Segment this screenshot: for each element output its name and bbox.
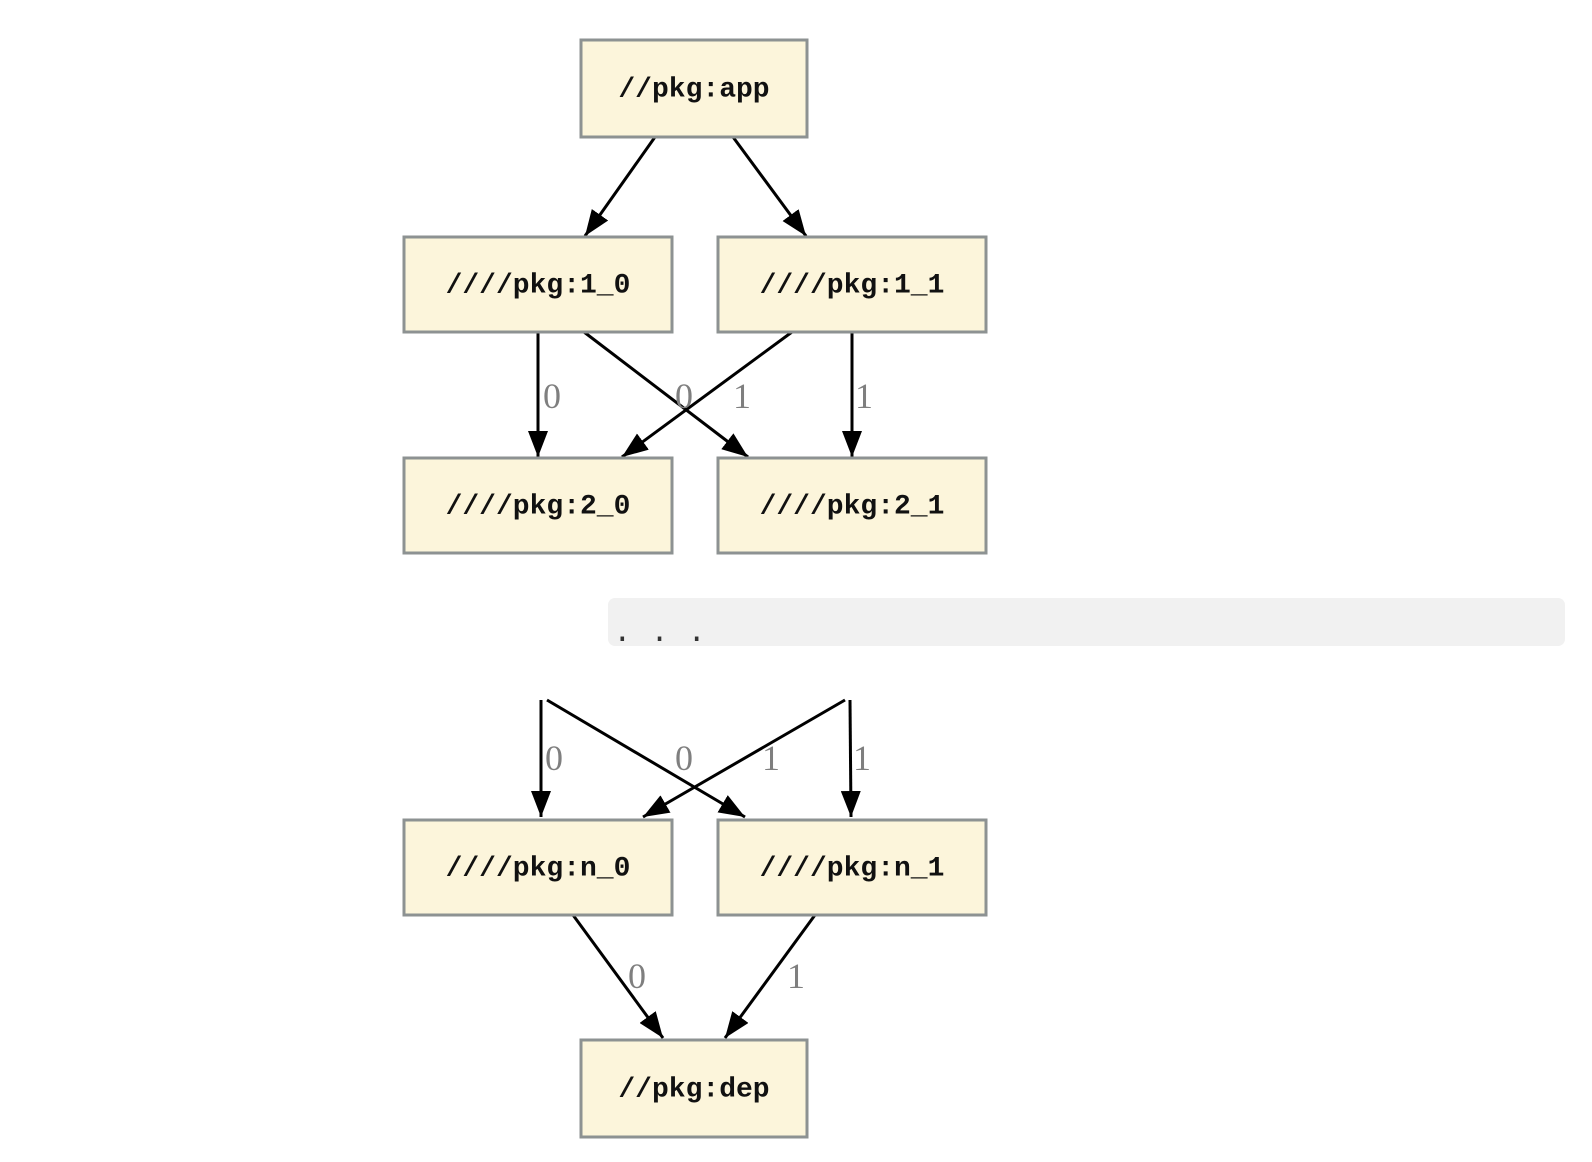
edge-label: 1 [787,956,805,996]
edge-label: 1 [853,738,871,778]
node-label: ////pkg:1_0 [446,271,631,302]
node-pkg-2_0: ////pkg:2_0 [402,456,674,555]
node-box [716,235,988,334]
node-label: ////pkg:1_1 [760,271,945,302]
node-pkg-app: //pkg:app [579,38,809,139]
node-pkg-2_1: ////pkg:2_1 [716,456,988,555]
ellipsis-dots: . . . [613,616,706,651]
node-box [579,1038,809,1139]
node-pkg-n_1: ////pkg:n_1 [716,818,988,917]
edge-hidden-to-n_1-cross [546,698,746,819]
edges-level1-section: 0 0 1 1 [528,330,873,459]
edge-app-to-1_0 [583,136,657,237]
node-pkg-n_0: ////pkg:n_0 [402,818,674,917]
node-label: ////pkg:n_0 [446,854,631,885]
node-box [716,818,988,917]
node-label: //pkg:dep [618,1075,769,1106]
edge-hidden-to-n_1 [840,699,861,818]
edge-label: 0 [543,376,561,416]
node-pkg-1_0: ////pkg:1_0 [402,235,674,334]
edges-level-n-section: 0 0 1 1 [531,698,871,819]
node-pkg-dep: //pkg:dep [579,1038,809,1139]
node-pkg-1_1: ////pkg:1_1 [716,235,988,334]
edges-bottom-section: 0 1 [571,914,817,1039]
node-label: ////pkg:n_1 [760,854,945,885]
edge-n_1-to-dep [723,914,817,1039]
edge-label: 0 [675,738,693,778]
node-box [402,235,674,334]
node-label: //pkg:app [618,75,769,106]
edge-app-to-1_1 [731,136,808,237]
edge-label: 1 [762,738,780,778]
edge-1_1-to-2_0 [621,330,793,459]
edge-label: 1 [733,376,751,416]
edge-hidden-to-n_0-cross [642,698,846,819]
ellipsis-separator: . . . [608,598,1565,651]
node-box [579,38,809,139]
edge-1_0-to-2_1 [583,330,749,459]
edge-n_0-to-dep [571,914,665,1039]
edge-label: 0 [628,956,646,996]
edge-label: 1 [855,376,873,416]
node-label: ////pkg:2_0 [446,492,631,523]
edges-top-section [583,136,808,237]
edge-label: 0 [675,376,693,416]
node-box [402,818,674,917]
node-box [716,456,988,555]
node-box [402,456,674,555]
edge-label: 0 [545,738,563,778]
separator-bar [608,598,1565,646]
node-label: ////pkg:2_1 [760,492,945,523]
